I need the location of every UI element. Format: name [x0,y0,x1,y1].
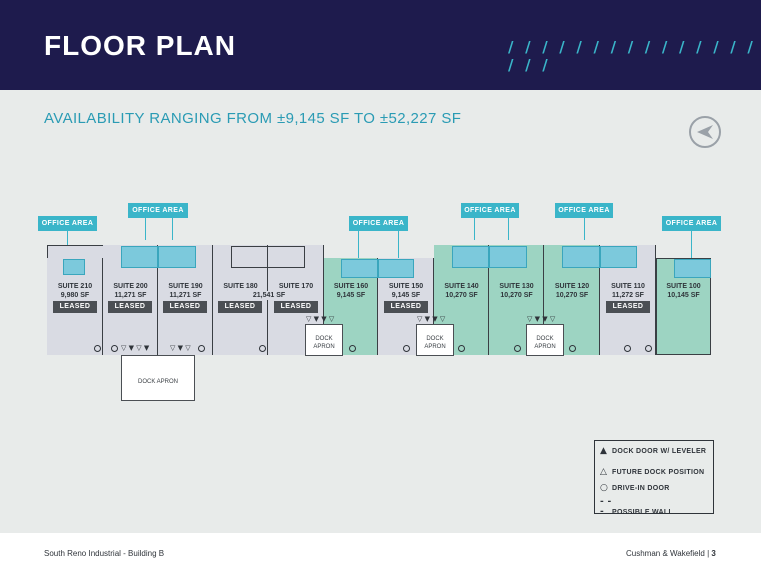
callout-leader [172,218,173,240]
page-number: 3 [711,549,716,558]
office-area [562,246,600,268]
footer-company-name: Cushman & Wakefield [626,549,705,558]
drive-in-door-icon [198,345,205,352]
leased-badge: LEASED [108,301,152,313]
callout-leader [691,231,692,258]
dock-symbols: ▽ ▼ ▼ ▽ [527,315,556,323]
office-area [600,246,637,268]
leased-badge: LEASED [218,301,262,313]
office-area-callout: OFFICE AREA [461,203,519,218]
dock-apron: DOCK APRON [526,324,564,356]
availability-subtitle: AVAILABILITY RANGING FROM ±9,145 SF TO ±… [44,110,462,127]
drive-in-door-icon [514,345,521,352]
dock-symbols: ▽ ▼ ▽ [170,344,191,352]
callout-leader [145,218,146,240]
leased-badge: LEASED [274,301,318,313]
office-area [121,246,158,268]
callout-leader [398,231,399,258]
callout-leader [358,231,359,258]
leased-badge: LEASED [163,301,207,313]
possible-wall-icon: - - - [600,497,612,517]
header-decoration: / / / / / / / / / / / / / / / / / / [508,38,757,74]
page-title: FLOOR PLAN [44,30,236,61]
office-area [158,246,196,268]
dock-apron: DOCK APRON [416,324,454,356]
drive-in-door-icon [403,345,410,352]
suite-180-label: SUITE 180 [223,283,258,290]
office-area [452,246,489,268]
callout-leader [508,218,509,240]
office-area [341,259,378,278]
office-area [489,246,527,268]
suite-180-bay[interactable] [213,245,268,355]
office-area-callout: OFFICE AREA [128,203,188,218]
drive-in-door-icon [624,345,631,352]
drive-in-door-icon [569,345,576,352]
office-area-outline [231,246,305,268]
drive-in-door-icon [94,345,101,352]
office-area [674,259,711,278]
drive-in-door-icon: ○ [600,483,609,493]
drive-in-door-icon [111,345,118,352]
future-dock-icon: △ [600,467,608,477]
callout-leader [474,218,475,240]
leased-badge: LEASED [384,301,428,313]
dock-apron: DOCK APRON [305,324,343,356]
dock-symbols: ▽ ▼ ▼ ▽ [306,315,335,323]
header-bar [0,0,761,90]
dock-symbols: ▽ ▼ ▽ ▼ [121,344,150,352]
drive-in-door-icon [645,345,652,352]
combined-sf-label: 21,541 SF [240,291,298,300]
footer-property-name: South Reno Industrial - Building B [44,549,165,558]
footer-company: Cushman & Wakefield | 3 [626,549,716,558]
drive-in-door-icon [259,345,266,352]
legend-item: - - -POSSIBLE WALL [600,497,674,517]
drive-in-door-icon [349,345,356,352]
office-area-callout: OFFICE AREA [349,216,408,231]
legend-item: ○DRIVE-IN DOOR [600,483,670,493]
office-area-callout: OFFICE AREA [662,216,721,231]
dock-door-leveler-icon: ▲ [600,446,608,456]
north-compass-icon [689,116,721,148]
dock-symbols: ▽ ▼ ▼ ▽ [417,315,446,323]
callout-leader [584,218,585,240]
office-area-callout: OFFICE AREA [38,216,97,231]
leased-badge: LEASED [606,301,650,313]
suite-170-label: SUITE 170 [278,283,314,290]
legend-item: △FUTURE DOCK POSITION [600,467,705,477]
footer-separator: | [707,549,712,558]
office-area [63,259,85,275]
office-area-callout: OFFICE AREA [555,203,613,218]
dock-apron: DOCK APRON [121,355,195,401]
leased-badge: LEASED [53,301,97,313]
callout-leader [67,231,68,258]
drive-in-door-icon [458,345,465,352]
office-area [378,259,414,278]
floor-plan-legend: ▲DOCK DOOR W/ LEVELER △FUTURE DOCK POSIT… [594,440,714,517]
legend-item: ▲DOCK DOOR W/ LEVELER [600,446,707,456]
